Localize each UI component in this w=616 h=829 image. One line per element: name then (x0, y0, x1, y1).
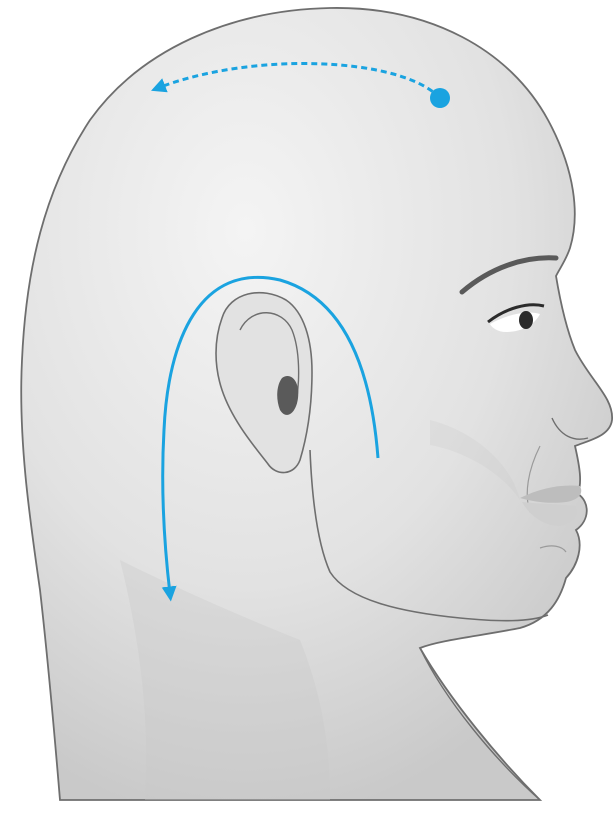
head-silhouette (21, 8, 612, 800)
eye-iris (519, 311, 533, 329)
crown-arrow-start-dot (430, 88, 450, 108)
